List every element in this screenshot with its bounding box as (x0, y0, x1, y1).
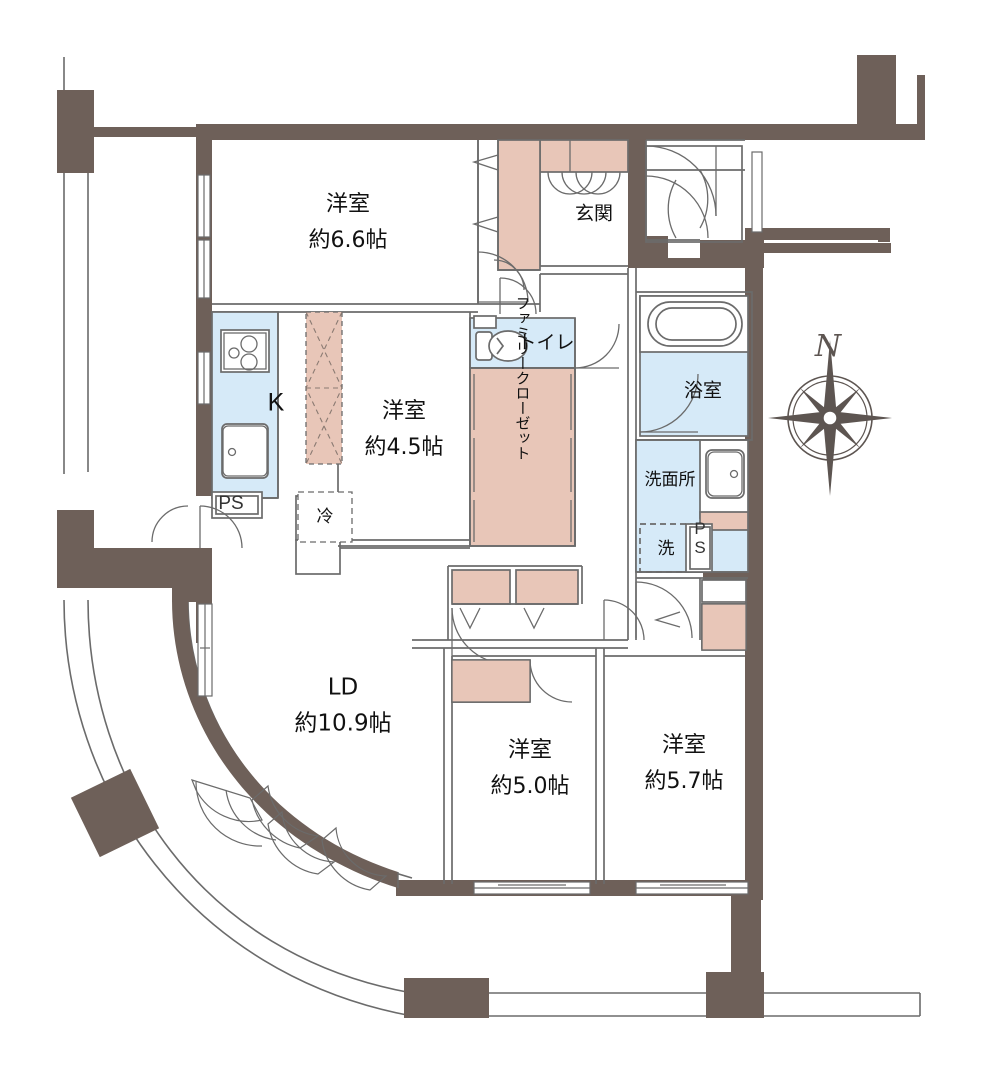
stove-icon (223, 332, 267, 371)
kitchen-closet-hatch (305, 311, 343, 465)
sink-icon (222, 425, 268, 477)
label-washitsu-66-area: 約6.6帖 (309, 228, 388, 253)
fixture-labels: PS PS 冷 洗 (218, 493, 709, 559)
room-labels: 洋室 約6.6帖 玄関 K 洋室 約4.5帖 トイレ 浴室 洗面所 ファミリーク… (268, 192, 724, 799)
balcony-door-fans (190, 779, 388, 891)
label-kitchen: K (268, 389, 285, 417)
label-washitsu-57-name: 洋室 (662, 733, 706, 758)
label-washitsu-50-name: 洋室 (508, 738, 552, 763)
label-washitsu-45-name: 洋室 (382, 399, 426, 424)
closet-door-lines (473, 374, 572, 542)
label-senmenjo: 洗面所 (645, 470, 696, 490)
label-yokushitsu: 浴室 (684, 380, 722, 402)
label-washitsu-50-area: 約5.0帖 (491, 774, 570, 799)
door-swings (151, 140, 717, 703)
label-fridge: 冷 (317, 507, 334, 527)
label-ps-washroom: PS (691, 519, 710, 557)
compass-rose: N (768, 329, 892, 496)
label-washitsu-66-name: 洋室 (326, 192, 370, 217)
label-ps-kitchen: PS (218, 493, 243, 514)
label-washer: 洗 (658, 539, 675, 559)
windows (197, 151, 763, 895)
fridge-box (297, 491, 353, 543)
label-toilet: トイレ (517, 332, 574, 354)
interior-partitions (211, 139, 753, 884)
label-family-closet: ファミリークローゼット (514, 296, 532, 461)
bedroom-closets (451, 603, 747, 703)
label-ld-name: LD (328, 675, 359, 701)
washbasin-icon (707, 451, 743, 497)
label-washitsu-45-area: 約4.5帖 (365, 435, 444, 460)
entry-closet-markers (471, 154, 681, 628)
label-genkan: 玄関 (575, 203, 613, 225)
label-ld-area: 約10.9帖 (294, 711, 391, 737)
label-washitsu-57-area: 約5.7帖 (645, 769, 724, 794)
